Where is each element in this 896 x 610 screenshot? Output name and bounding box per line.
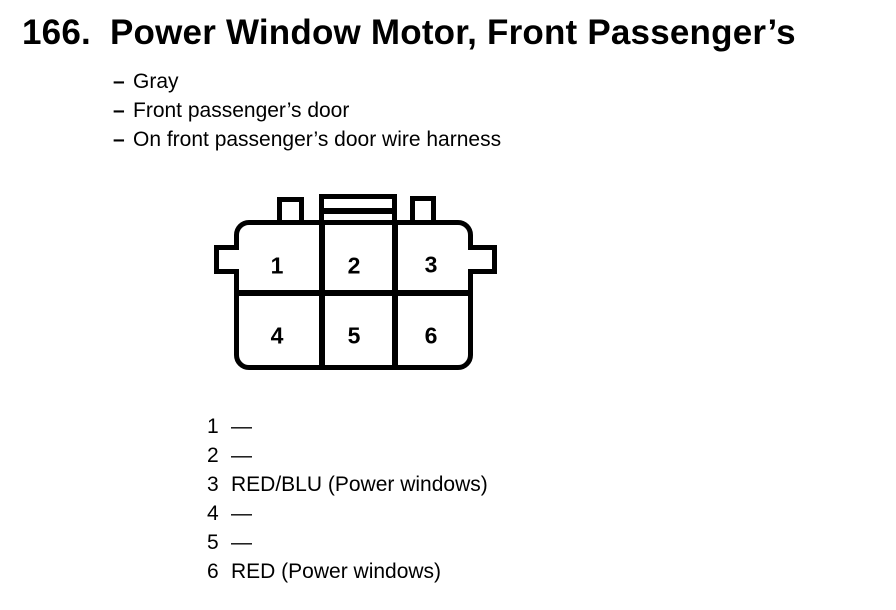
latch-line <box>324 208 392 214</box>
attribute-color: – Gray <box>113 67 501 96</box>
connector-attributes: – Gray – Front passenger’s door – On fro… <box>113 67 501 154</box>
connector-wing-left <box>214 245 239 274</box>
pin-number: 3 <box>207 473 219 496</box>
cavity-number-6: 6 <box>424 322 438 349</box>
section-number: 166. <box>22 13 91 52</box>
page-title: 166. Power Window Motor, Front Passenger… <box>22 14 796 52</box>
pin-row-4: 4 — <box>207 499 488 528</box>
cavity-number-4: 4 <box>270 322 284 349</box>
connector-tab-left <box>277 197 304 225</box>
cavity-number-3: 3 <box>424 251 438 278</box>
pin-row-5: 5 — <box>207 528 488 557</box>
connector-latch <box>319 194 397 225</box>
dash-bullet: – <box>113 128 125 151</box>
pin-number: 2 <box>207 444 219 467</box>
connector-wing-right <box>468 245 497 274</box>
pin-number: 6 <box>207 560 219 583</box>
pin-wire-label: — <box>231 531 252 554</box>
pin-number: 4 <box>207 502 219 525</box>
pin-wire-list: 1 — 2 — 3 RED/BLU (Power windows) 4 — 5 … <box>207 412 488 586</box>
pin-wire-label: RED/BLU (Power windows) <box>231 473 488 496</box>
attribute-harness: – On front passenger’s door wire harness <box>113 125 501 154</box>
pin-wire-label: — <box>231 444 252 467</box>
pin-wire-label: — <box>231 502 252 525</box>
connector-tab-right <box>410 196 436 225</box>
pin-row-3: 3 RED/BLU (Power windows) <box>207 470 488 499</box>
pin-row-2: 2 — <box>207 441 488 470</box>
connector-diagram: 1 2 3 4 5 6 <box>214 194 497 371</box>
pin-number: 5 <box>207 531 219 554</box>
attribute-text: Gray <box>133 70 179 93</box>
attribute-text: Front passenger’s door <box>133 99 350 122</box>
pin-number: 1 <box>207 415 219 438</box>
pin-row-1: 1 — <box>207 412 488 441</box>
cavity-divider-horizontal <box>236 290 471 296</box>
dash-bullet: – <box>113 99 125 122</box>
pin-wire-label: RED (Power windows) <box>231 560 442 583</box>
section-title: Power Window Motor, Front Passenger’s <box>110 13 796 52</box>
attribute-location: – Front passenger’s door <box>113 96 501 125</box>
cavity-number-5: 5 <box>347 322 361 349</box>
pin-row-6: 6 RED (Power windows) <box>207 557 488 586</box>
pin-wire-label: — <box>231 415 252 438</box>
attribute-text: On front passenger’s door wire harness <box>133 128 502 151</box>
dash-bullet: – <box>113 70 125 93</box>
cavity-number-1: 1 <box>270 252 284 279</box>
cavity-number-2: 2 <box>347 252 361 279</box>
